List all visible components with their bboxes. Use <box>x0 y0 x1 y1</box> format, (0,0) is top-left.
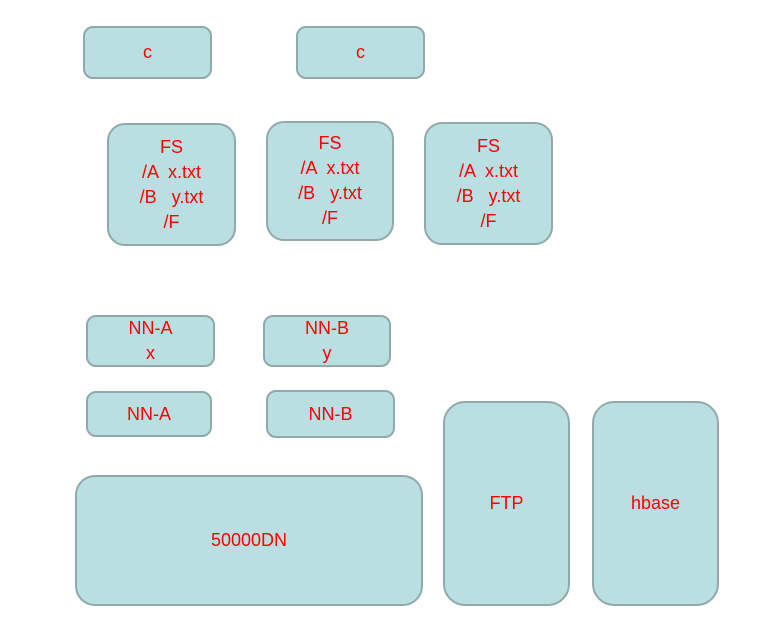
node-label-nn-a-state: NN-A x <box>128 318 173 363</box>
node-label-hbase: hbase <box>630 493 681 513</box>
node-client-2: c <box>296 26 425 79</box>
node-label-nn-a: NN-A <box>127 403 171 424</box>
node-hbase: hbase <box>592 401 719 606</box>
node-fs-1: FS /A x.txt /B y.txt /F <box>107 123 236 246</box>
node-datanodes: 50000DN <box>75 475 423 606</box>
node-client-1: c <box>83 26 212 79</box>
node-nn-a-state: NN-A x <box>86 315 215 367</box>
node-fs-2: FS /A x.txt /B y.txt /F <box>266 121 394 241</box>
node-nn-b: NN-B <box>266 390 395 438</box>
node-label-nn-b: NN-B <box>308 403 353 424</box>
node-label-fs-3: FS /A x.txt /B y.txt /F <box>456 135 521 231</box>
node-label-nn-b-state: NN-B y <box>305 318 349 363</box>
node-label-ftp: FTP <box>489 493 524 513</box>
node-nn-a: NN-A <box>86 391 212 437</box>
node-label-fs-1: FS /A x.txt /B y.txt /F <box>139 136 204 232</box>
node-label-datanodes: 50000DN <box>210 530 288 550</box>
node-fs-3: FS /A x.txt /B y.txt /F <box>424 122 553 245</box>
node-label-client-1: c <box>143 42 152 62</box>
node-nn-b-state: NN-B y <box>263 315 391 367</box>
node-label-fs-2: FS /A x.txt /B y.txt /F <box>298 133 362 228</box>
node-ftp: FTP <box>443 401 570 606</box>
node-label-client-2: c <box>356 42 365 62</box>
